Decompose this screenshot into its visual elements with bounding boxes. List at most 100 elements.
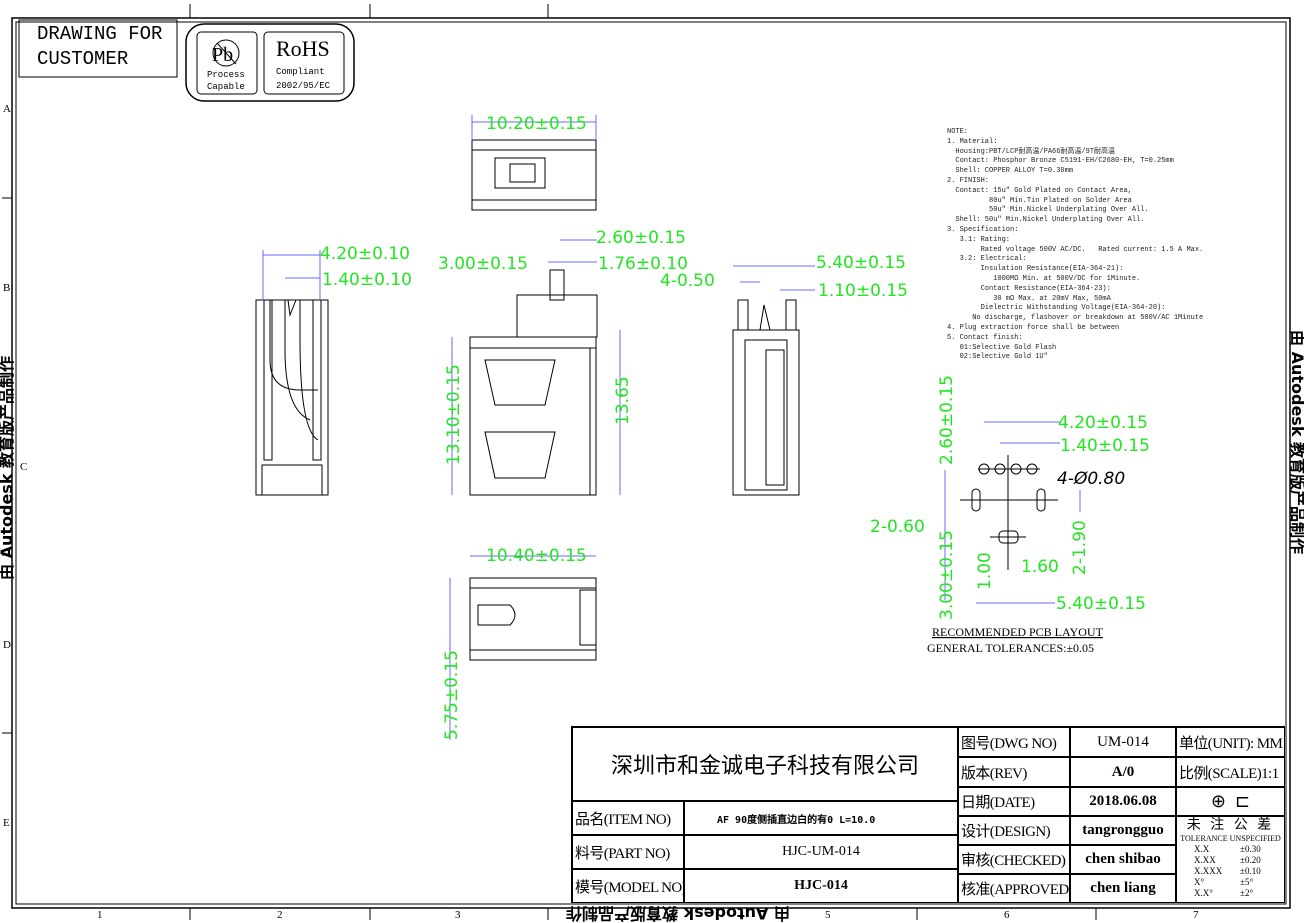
zone-col-2: 2: [277, 909, 283, 921]
dim-pcb-540: 5.40±0.15: [1056, 594, 1146, 614]
top-view-dim-lines: [471, 115, 597, 140]
tol-val: ±0.30: [1240, 844, 1261, 854]
design-value: tangrongguo: [1070, 816, 1176, 845]
dim-side-inner: 1.40±0.10: [322, 270, 412, 290]
dim-pcb-bottom: 3.00±0.15: [937, 530, 957, 620]
notes-block: NOTE: 1. Material: Housing:PBT/LCP耐高温/PA…: [947, 128, 1204, 362]
pb-strike-icon: [216, 42, 237, 65]
checked-label: 审核(CHECKED): [958, 845, 1070, 874]
tol-val: ±5°: [1240, 877, 1254, 887]
zone-col-3: 3: [455, 909, 461, 921]
rohs-title: RoHS: [276, 36, 330, 61]
bottom-view: [469, 577, 597, 661]
customer-text: CUSTOMER: [37, 48, 128, 70]
pcb-dim-lines: [944, 421, 1081, 604]
dim-front-d3: 1.76±0.10: [598, 254, 688, 274]
dwg-label: 图号(DWG NO): [958, 727, 1070, 757]
watermark-bottom: 由 Autodesk 教育版产品制作: [566, 904, 790, 923]
pb-free-logo: [196, 31, 258, 95]
pcb-layout-title: RECOMMENDED PCB LAYOUT: [932, 625, 1104, 639]
zone-row-e: E: [3, 817, 10, 829]
compliance-badge: [185, 23, 355, 102]
zone-row-d: D: [3, 639, 11, 651]
pb-symbol: Pb: [212, 44, 233, 66]
pb-line2: Capable: [207, 82, 245, 92]
tolerance-en: TOLERANCE UNSPECIFIED: [1180, 834, 1281, 843]
dim-front-total: 13.65: [613, 376, 633, 425]
tol-val: ±0.20: [1240, 855, 1261, 865]
item-label: 品名(ITEM NO): [572, 801, 684, 835]
watermark-right: 由 Autodesk 教育版产品制作: [1288, 330, 1304, 554]
dim-front-d1: 2.60±0.15: [596, 228, 686, 248]
unit: 单位(UNIT): MM: [1176, 727, 1285, 757]
tol-key: X.X: [1194, 844, 1210, 854]
side-view-dim-lines: [262, 250, 321, 300]
rohs-logo: [263, 31, 345, 95]
zone-ticks: [2, 4, 1097, 920]
design-label: 设计(DESIGN): [958, 816, 1070, 845]
pb-line1: Process: [207, 70, 245, 80]
dim-bottom-width: 10.40±0.15: [486, 546, 587, 566]
approved-value: chen liang: [1070, 874, 1176, 903]
tolerance-table: X.X±0.30 X.XX±0.20 X.XXX±0.10 X°±5° X.X°…: [1180, 844, 1281, 899]
front-view: [469, 269, 598, 496]
tol-key: X.X°: [1194, 888, 1213, 898]
zone-col-6: 6: [1004, 909, 1010, 921]
pcb-layout: [960, 455, 1058, 570]
outer-frame: [11, 17, 1291, 909]
pcb-tolerance: GENERAL TOLERANCES:±0.05: [927, 641, 1094, 655]
rohs-line2: 2002/95/EC: [276, 81, 331, 91]
zone-col-1: 1: [97, 909, 103, 921]
part-label: 料号(PART NO): [572, 835, 684, 869]
tolerance-box: 未 注 公 差 TOLERANCE UNSPECIFIED X.X ±0.30 X…: [1176, 816, 1285, 903]
company-name: 深圳市和金诚电子科技有限公司: [572, 727, 958, 801]
model-label: 模号(MODEL NO): [572, 869, 684, 903]
rear-view: [732, 299, 800, 496]
dim-pcb-top: 2.60±0.15: [937, 375, 957, 465]
tol-key: X.XX: [1194, 855, 1216, 865]
top-view: [471, 139, 597, 211]
zone-row-a: A: [3, 103, 11, 115]
date-value: 2018.06.08: [1070, 787, 1176, 816]
scale: 比例(SCALE)1:1: [1176, 757, 1285, 787]
dim-rear-d3: 1.10±0.15: [818, 281, 908, 301]
dim-pcb-slot: 2-0.60: [870, 517, 925, 537]
dim-side-outer: 4.20±0.10: [320, 244, 410, 264]
pb-circle-icon: [212, 39, 240, 67]
dwg-value: UM-014: [1070, 727, 1176, 757]
dim-rear-d1: 5.40±0.15: [816, 253, 906, 273]
drawing-for-text: DRAWING FOR: [37, 23, 162, 45]
dim-front-d2: 3.00±0.15: [438, 254, 528, 274]
zone-row-b: B: [3, 282, 10, 294]
part-value: HJC-UM-014: [684, 835, 958, 869]
watermark-left: 由 Autodesk 教育版产品制作: [0, 356, 16, 580]
date-label: 日期(DATE): [958, 787, 1070, 816]
tol-key: X°: [1194, 877, 1205, 887]
inner-frame: [15, 21, 1287, 905]
projection-symbol-icon: ⊕ ⊏: [1176, 787, 1285, 816]
dim-pcb-100: 1.00: [975, 552, 995, 590]
zone-col-5: 5: [825, 909, 831, 921]
dim-pcb-outer: 4.20±0.15: [1058, 413, 1148, 433]
checked-value: chen shibao: [1070, 845, 1176, 874]
dim-pcb-160: 1.60: [1021, 557, 1059, 577]
title-block: 深圳市和金诚电子科技有限公司 品名(ITEM NO) AF 90度侧插直边白的有…: [571, 726, 1285, 903]
rohs-line1: Compliant: [276, 67, 325, 77]
rev-label: 版本(REV): [958, 757, 1070, 787]
dim-pcb-holes: 4-Ø0.80: [1057, 469, 1125, 489]
dim-rear-d2: 4-0.50: [660, 271, 715, 291]
bottom-view-dim-lines: [449, 555, 596, 740]
model-value: HJC-014: [684, 869, 958, 903]
tolerance-cn: 未 注 公 差: [1186, 818, 1275, 833]
approved-label: 核准(APPROVED): [958, 874, 1070, 903]
dim-top-width: 10.20±0.15: [486, 114, 587, 134]
zone-col-7: 7: [1193, 909, 1199, 921]
drawing-for-box: [18, 19, 178, 78]
rear-view-dim-lines: [733, 265, 815, 291]
side-view: [255, 299, 329, 496]
dim-pcb-slot-len: 2-1.90: [1070, 520, 1090, 575]
tol-key: X.XXX: [1194, 866, 1223, 876]
dim-pcb-inner: 1.40±0.15: [1060, 436, 1150, 456]
item-value: AF 90度侧插直边白的有0 L=10.0: [684, 801, 958, 835]
